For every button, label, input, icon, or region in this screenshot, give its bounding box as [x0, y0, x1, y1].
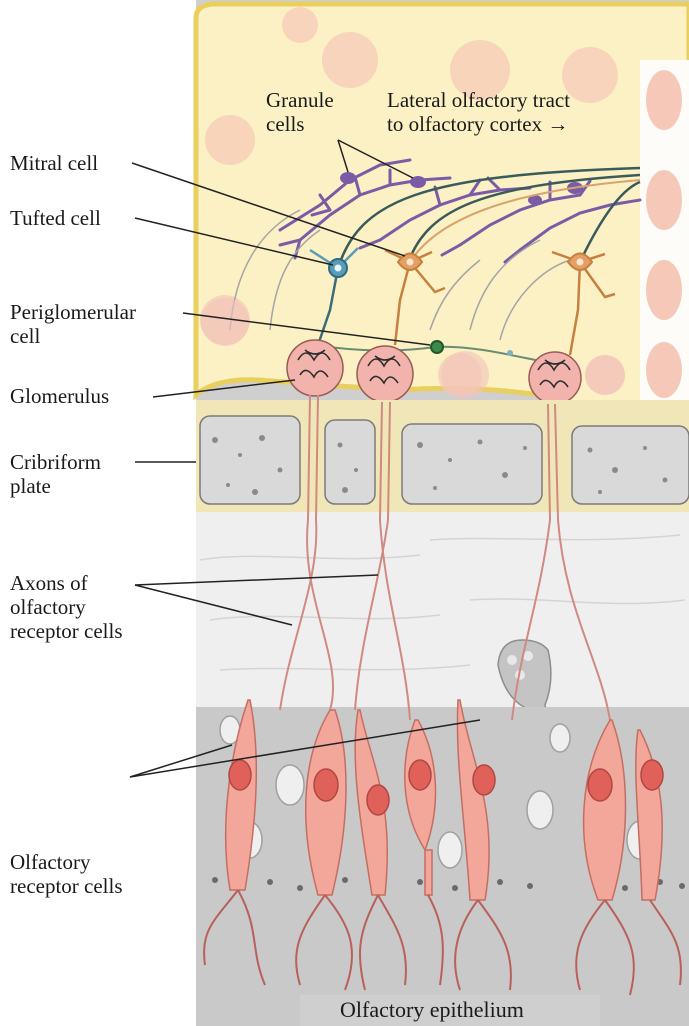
- label-tufted-cell: Tufted cell: [10, 206, 101, 230]
- label-cribriform-line1: Cribriform: [10, 450, 101, 474]
- label-receptor-cells: Olfactory receptor cells: [10, 850, 123, 898]
- glomerulus-3: [529, 352, 581, 404]
- label-cribriform-plate: Cribriform plate: [10, 450, 101, 498]
- label-glomerulus: Glomerulus: [10, 384, 109, 408]
- label-periglomerular-cell: Periglomerular cell: [10, 300, 136, 348]
- label-periglomerular-line1: Periglomerular: [10, 300, 136, 324]
- label-olfactory-epithelium: Olfactory epithelium: [340, 998, 524, 1022]
- label-receptor-line1: Olfactory: [10, 850, 123, 874]
- label-lateral-line1: Lateral olfactory tract: [387, 88, 570, 112]
- cribriform-plate: [196, 400, 689, 512]
- label-granule-line1: Granule: [266, 88, 334, 112]
- glomerulus-faded: [441, 351, 489, 399]
- label-axons-line2: olfactory: [10, 595, 123, 619]
- label-granule-cells: Granule cells: [266, 88, 334, 136]
- glomerulus-2: [357, 346, 413, 402]
- receptor-cell: [425, 850, 432, 895]
- label-lateral-tract: Lateral olfactory tract to olfactory cor…: [387, 88, 570, 136]
- label-cribriform-line2: plate: [10, 474, 101, 498]
- label-axons-line3: receptor cells: [10, 619, 123, 643]
- label-periglomerular-line2: cell: [10, 324, 136, 348]
- glomerulus-1: [287, 340, 343, 396]
- label-mitral-cell: Mitral cell: [10, 151, 98, 175]
- glomerulus-faded: [585, 355, 625, 395]
- label-axons-line1: Axons of: [10, 571, 123, 595]
- label-granule-line2: cells: [266, 112, 334, 136]
- label-axons: Axons of olfactory receptor cells: [10, 571, 123, 643]
- label-receptor-line2: receptor cells: [10, 874, 123, 898]
- label-lateral-line2: to olfactory cortex →: [387, 112, 570, 136]
- lamina-propria: [196, 512, 689, 707]
- glomerulus-faded: [201, 298, 249, 346]
